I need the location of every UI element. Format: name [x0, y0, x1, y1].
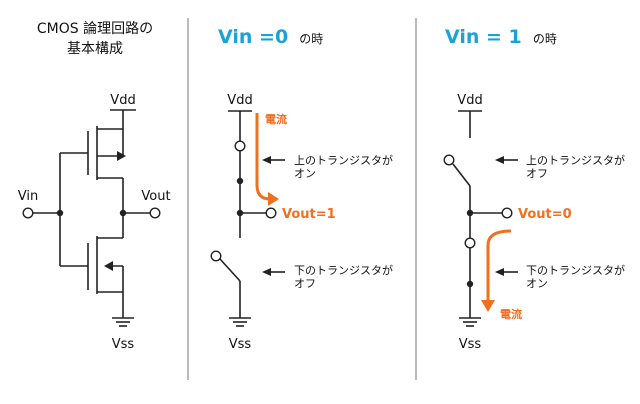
panel1-vout-label: Vout [141, 189, 170, 204]
pmos-arrow-icon [117, 151, 126, 161]
panel-vin-0: Vin =0 の時 Vdd Vout=1 電流 上のトランジスタが オン Vss [210, 26, 393, 352]
panel2-upper-note-1: 上のトランジスタが [294, 153, 393, 167]
panel3-vout-terminal [501, 207, 513, 219]
panel3-title: Vin = 1 の時 [445, 26, 557, 48]
panel1-vdd-label: Vdd [110, 93, 135, 108]
panel2-current-arrow-icon [268, 192, 279, 206]
panel2-open-switch [219, 258, 241, 282]
panel2-upper-node [236, 177, 244, 185]
pmos-transistor [87, 126, 126, 180]
panel3-lower-note-1: 下のトランジスタが [526, 263, 625, 277]
panel3-current-path [486, 229, 512, 302]
panel2-vout-terminal [265, 207, 277, 219]
panel2-ground-icon [229, 317, 251, 327]
panel2-upper-pointer-icon [262, 156, 271, 164]
panel2-current-label: 電流 [265, 112, 287, 126]
panel3-vout-label: Vout=0 [518, 207, 572, 222]
panel1-title-line1: CMOS 論理回路の [37, 21, 153, 37]
panel2-vss-label: Vss [229, 337, 252, 352]
panel2-lower-note-1: 下のトランジスタが [294, 263, 393, 277]
panel1-vin-label: Vin [18, 189, 38, 204]
panel2-lower-switch-contact [210, 250, 222, 262]
panel2-vout-label: Vout=1 [282, 207, 336, 222]
panel3-open-switch [452, 163, 471, 187]
panel1-title-line2: 基本構成 [67, 40, 123, 57]
panel1-ground-icon [112, 317, 134, 327]
panel3-vss-label: Vss [459, 337, 482, 352]
panel3-lower-switch-contact [464, 237, 476, 249]
panel-vin-1: Vin = 1 の時 Vdd 上のトランジスタが オフ Vout=0 電流 下の… [443, 26, 625, 352]
panel2-lower-note-2: オフ [294, 277, 316, 290]
panel3-title-suffix: の時 [533, 32, 557, 46]
panel2-title: Vin =0 の時 [218, 26, 323, 48]
panel1-vss-label: Vss [112, 337, 135, 352]
panel3-lower-node [466, 280, 474, 288]
panel3-vdd-label: Vdd [457, 93, 482, 108]
nmos-transistor [87, 236, 124, 318]
vout-terminal [149, 207, 161, 219]
panel3-upper-pointer-icon [495, 156, 504, 164]
panel3-upper-note-1: 上のトランジスタが [526, 153, 625, 167]
nmos-arrow-icon [104, 261, 113, 271]
panel3-current-arrow-icon [481, 300, 495, 312]
panel3-upper-note-2: オフ [526, 167, 548, 180]
panel2-vdd-label: Vdd [227, 93, 252, 108]
panel-cmos-basic: CMOS 論理回路の 基本構成 Vdd Vout Vin [18, 21, 171, 352]
panel2-title-suffix: の時 [299, 32, 323, 46]
panel3-ground-icon [459, 317, 481, 327]
panel3-upper-switch-contact [443, 154, 455, 166]
panel3-lower-note-2: オン [526, 277, 548, 290]
panel3-current-label: 電流 [500, 307, 522, 321]
vin-terminal [22, 207, 34, 219]
panel3-title-main: Vin = 1 [445, 26, 522, 48]
panel2-upper-switch-contact [234, 140, 246, 152]
panel2-lower-pointer-icon [262, 268, 271, 276]
panel3-lower-pointer-icon [495, 268, 504, 276]
panel2-upper-note-2: オン [294, 167, 316, 180]
panel2-current-path [255, 113, 271, 201]
panel2-title-main: Vin =0 [218, 26, 288, 48]
